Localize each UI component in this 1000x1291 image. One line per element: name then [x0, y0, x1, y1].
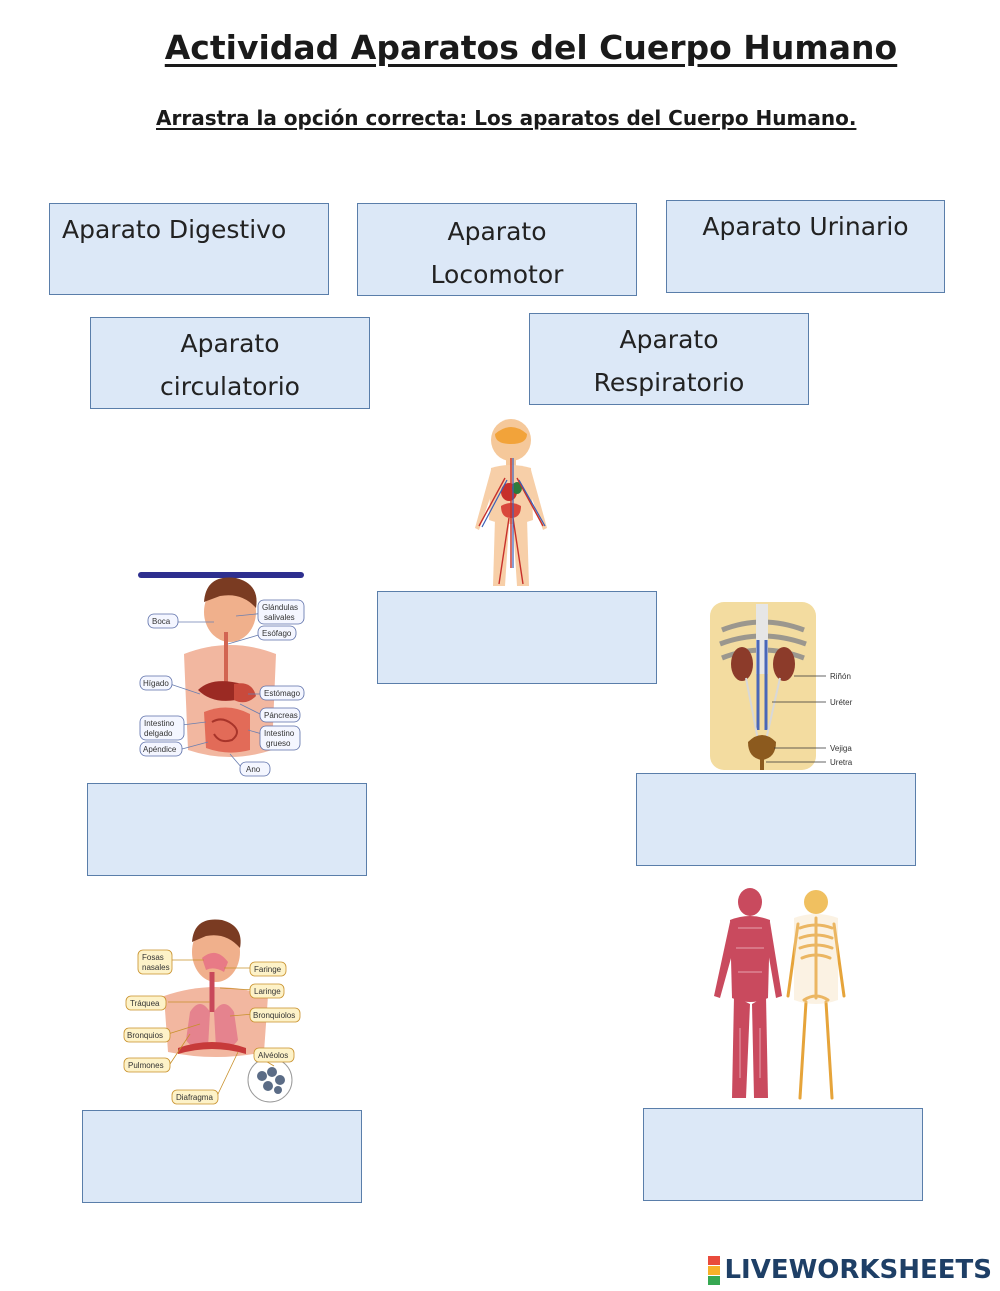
drop-zone-circulatory[interactable] — [377, 591, 657, 684]
label-diafragma: Diafragma — [176, 1093, 213, 1102]
drop-zone-locomotor[interactable] — [643, 1108, 923, 1201]
label-intestino-delgado-1: Intestino — [144, 719, 175, 728]
option-respiratorio-line1: Aparato — [619, 325, 719, 354]
label-intestino-grueso-2: grueso — [266, 739, 291, 748]
label-pulmones: Pulmones — [128, 1061, 164, 1070]
drop-zone-digestive[interactable] — [87, 783, 367, 876]
label-glandulas-2: salivales — [264, 613, 295, 622]
option-urinario[interactable]: Aparato Urinario — [666, 200, 945, 293]
liveworksheets-icon — [708, 1255, 721, 1285]
option-respiratorio-line2: Respiratorio — [593, 368, 745, 397]
label-pancreas: Páncreas — [264, 711, 298, 720]
label-ano: Ano — [246, 765, 261, 774]
drop-zone-urinary[interactable] — [636, 773, 916, 866]
option-urinario-label: Aparato Urinario — [702, 212, 909, 241]
option-circulatorio-line1: Aparato — [180, 329, 280, 358]
label-fosas-2: nasales — [142, 963, 170, 972]
liveworksheets-logo: LIVEWORKSHEETS — [708, 1255, 992, 1285]
option-circulatorio[interactable]: Aparato circulatorio — [90, 317, 370, 409]
label-bronquios: Bronquios — [127, 1031, 163, 1040]
label-rinon: Riñón — [830, 672, 851, 681]
option-circulatorio-line2: circulatorio — [160, 372, 300, 401]
label-glandulas-1: Glándulas — [262, 603, 298, 612]
brand-text: LIVEWORKSHEETS — [724, 1255, 992, 1285]
label-alveolos: Alvéolos — [258, 1051, 288, 1060]
label-boca: Boca — [152, 617, 171, 626]
label-apendice: Apéndice — [143, 745, 177, 754]
label-estomago: Estómago — [264, 689, 301, 698]
label-vejiga: Vejiga — [830, 744, 852, 753]
option-digestivo[interactable]: Aparato Digestivo — [49, 203, 329, 295]
label-intestino-grueso-1: Intestino — [264, 729, 295, 738]
locomotor-system-image — [714, 888, 846, 1100]
label-faringe: Faringe — [254, 965, 282, 974]
drop-zone-respiratory[interactable] — [82, 1110, 362, 1203]
option-locomotor-line2: Locomotor — [430, 260, 564, 289]
page-title: Actividad Aparatos del Cuerpo Humano — [164, 28, 898, 67]
label-intestino-delgado-2: delgado — [144, 729, 173, 738]
label-fosas-1: Fosas — [142, 953, 164, 962]
option-locomotor[interactable]: Aparato Locomotor — [357, 203, 637, 296]
urinary-system-image: Riñón Uréter Vejiga Uretra — [710, 602, 853, 770]
respiratory-system-image: Fosas nasales Faringe Laringe Tráquea Br… — [123, 919, 301, 1105]
label-bronquiolos: Bronquiolos — [253, 1011, 295, 1020]
digestive-system-image: Boca Glándulas salivales Esófago Hígado … — [138, 572, 305, 777]
option-respiratorio[interactable]: Aparato Respiratorio — [529, 313, 809, 405]
label-uretra: Uretra — [830, 758, 853, 767]
label-ureter: Uréter — [830, 698, 853, 707]
option-locomotor-line1: Aparato — [447, 217, 547, 246]
label-traquea: Tráquea — [130, 999, 160, 1008]
option-digestivo-label: Aparato Digestivo — [62, 215, 287, 244]
label-higado: Hígado — [143, 679, 169, 688]
instruction-text: Arrastra la opción correcta: Los aparato… — [156, 106, 857, 130]
circulatory-system-image — [475, 419, 547, 586]
label-laringe: Laringe — [254, 987, 281, 996]
label-esofago: Esófago — [262, 629, 292, 638]
